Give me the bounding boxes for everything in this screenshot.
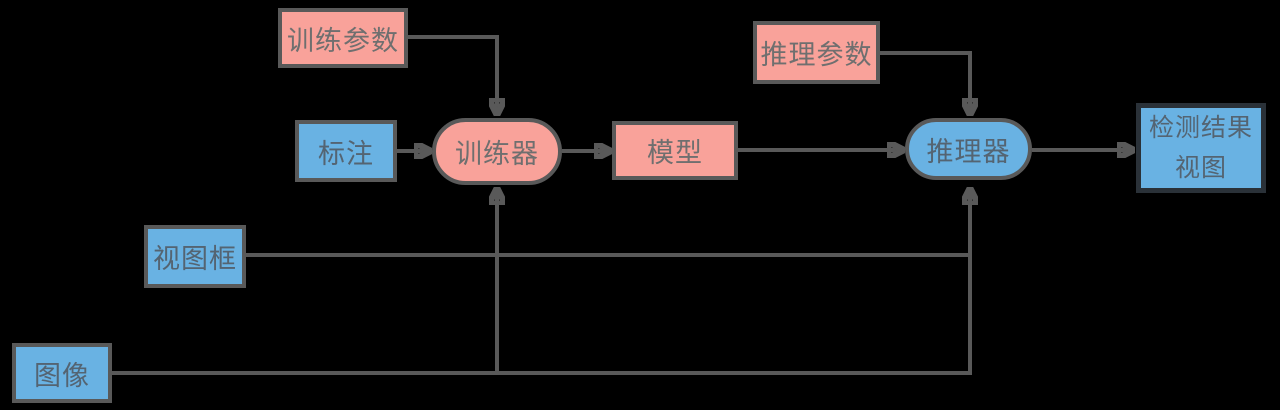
edge-image-to-inferencer bbox=[112, 191, 970, 375]
node-inference-params-label: 推理参数 bbox=[760, 40, 873, 70]
node-model-label: 模型 bbox=[647, 138, 703, 168]
node-training-params: 训练参数 bbox=[278, 8, 408, 68]
node-result-view-label-line2: 视图 bbox=[1174, 154, 1227, 182]
edge-inference-params-to-inferencer bbox=[879, 51, 970, 112]
node-image-label: 图像 bbox=[34, 360, 90, 391]
node-model: 模型 bbox=[612, 121, 738, 180]
node-inferencer-label: 推理器 bbox=[926, 136, 1011, 167]
node-annotation-label: 标注 bbox=[318, 138, 374, 169]
node-inferencer: 推理器 bbox=[905, 118, 1032, 180]
node-training-params-label: 训练参数 bbox=[287, 25, 399, 56]
node-view-frame: 视图框 bbox=[144, 225, 246, 288]
node-view-frame-label: 视图框 bbox=[153, 244, 237, 274]
node-image: 图像 bbox=[12, 343, 112, 403]
node-trainer-label: 训练器 bbox=[455, 139, 539, 169]
node-result-view-label-line1: 检测结果 bbox=[1148, 114, 1253, 142]
node-result-view: 检测结果 视图 bbox=[1136, 103, 1266, 193]
edge-training-params-to-trainer bbox=[408, 35, 497, 112]
node-inference-params: 推理参数 bbox=[753, 21, 880, 84]
node-annotation: 标注 bbox=[295, 120, 397, 182]
node-trainer: 训练器 bbox=[432, 118, 562, 185]
